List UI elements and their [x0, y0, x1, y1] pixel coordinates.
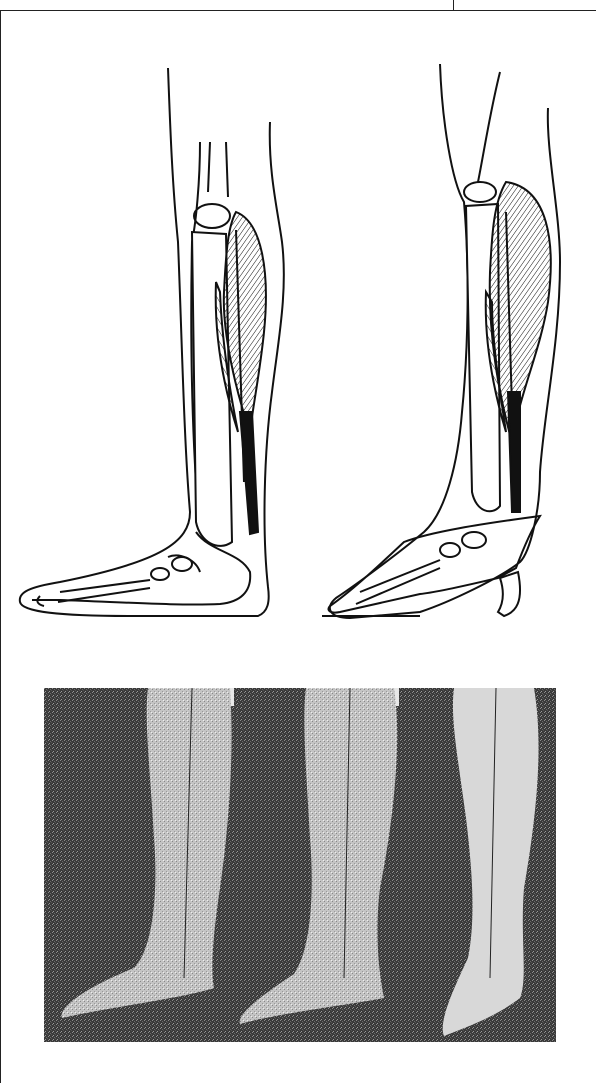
frame-top-rule	[0, 10, 596, 11]
anatomical-drawing	[0, 12, 596, 622]
three-legs-photograph	[44, 688, 556, 1042]
high-heel-leg-illustration	[322, 64, 560, 618]
barefoot-leg-illustration	[20, 68, 284, 616]
frame-top-tick	[453, 0, 454, 10]
